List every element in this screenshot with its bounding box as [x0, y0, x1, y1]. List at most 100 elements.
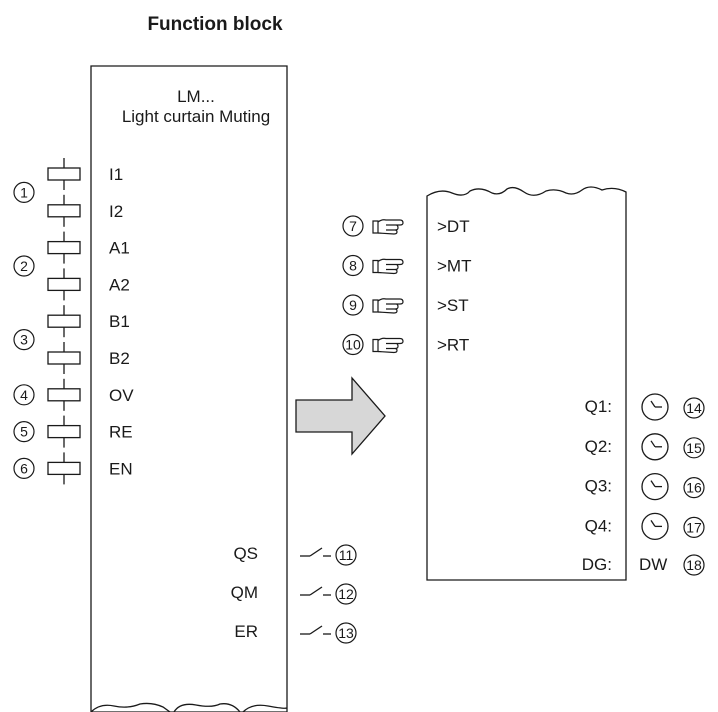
- parameter-label: >ST: [437, 296, 469, 315]
- output-row: QS 11: [233, 544, 357, 566]
- right-function-block: [426, 186, 627, 581]
- callout-marker: 6: [13, 457, 35, 479]
- callout-marker: 8: [342, 254, 364, 277]
- right-block-outline: [426, 186, 627, 581]
- timer-output-row: Q1:14: [585, 393, 705, 421]
- callout-marker: 7: [342, 215, 364, 237]
- callout-circle: [342, 294, 364, 316]
- callout-number: 9: [349, 297, 357, 313]
- callout-marker: 5: [13, 421, 35, 443]
- contact-coil-icon: [47, 305, 81, 338]
- parameter-label: >DT: [437, 217, 470, 236]
- timer-output-row: Q3: 16: [585, 472, 705, 501]
- left-block-outline: [90, 65, 288, 712]
- diagram-title: Function block: [147, 14, 283, 35]
- input-label: A2: [109, 275, 130, 294]
- contact-coil-icon: [47, 158, 81, 190]
- callout-number: 6: [20, 460, 28, 476]
- timer-output-row: Q2:15: [585, 433, 705, 461]
- contact-coil-icon: [47, 415, 81, 448]
- callout-marker: 11: [335, 544, 357, 566]
- hand-pointer-icon: [372, 337, 404, 354]
- callout-number: 17: [686, 519, 702, 535]
- input-label: I2: [109, 202, 123, 221]
- callout-circle: [683, 477, 705, 499]
- callout-circle: [342, 333, 364, 356]
- output-label: QS: [233, 544, 258, 563]
- output-label: ER: [234, 622, 258, 641]
- input-row: EN: [47, 452, 133, 485]
- callout-marker: 12: [335, 583, 357, 605]
- parameter-label: >MT: [437, 257, 471, 276]
- callout-marker: 4: [13, 384, 35, 406]
- input-row: B1: [47, 305, 130, 338]
- callout-number: 13: [338, 625, 354, 641]
- callout-marker: 13: [335, 622, 357, 644]
- callout-circle: [342, 215, 364, 237]
- callout-number: 4: [20, 387, 28, 403]
- output-row: ER 13: [234, 622, 357, 644]
- input-label: A1: [109, 239, 130, 258]
- clock-icon: [641, 472, 669, 501]
- input-label: B1: [109, 312, 130, 331]
- callout-circle: [13, 384, 35, 406]
- callout-marker: 2: [13, 255, 35, 277]
- diagnostic-row: DG: DW 18: [582, 554, 705, 576]
- callout-number: 11: [339, 547, 354, 563]
- contact-coil-icon: [47, 231, 81, 264]
- input-label: OV: [109, 386, 134, 405]
- clock-icon: [641, 433, 669, 461]
- callout-circle: [335, 583, 357, 605]
- callout-marker: 17: [683, 516, 705, 539]
- callout-circle: [13, 181, 35, 203]
- input-row: A2: [47, 268, 130, 301]
- callout-circle: [13, 329, 35, 351]
- callout-circle: [13, 457, 35, 479]
- input-row: RE: [47, 415, 133, 448]
- callout-marker: 1: [13, 181, 35, 203]
- callout-number: 3: [20, 332, 28, 348]
- callout-marker: 9: [342, 294, 364, 316]
- timer-output-label: Q1:: [585, 397, 612, 416]
- callout-marker: 15: [683, 437, 705, 459]
- callout-circle: [335, 544, 357, 566]
- input-label: I1: [109, 165, 123, 184]
- parameter-row: 7 >DT: [342, 215, 470, 237]
- callout-number: 18: [686, 557, 702, 573]
- output-label: QM: [231, 583, 258, 602]
- left-block-torn-edge: [90, 702, 288, 712]
- callout-number: 15: [686, 440, 702, 456]
- timer-output-label: Q3:: [585, 477, 612, 496]
- input-row: I2: [47, 194, 123, 227]
- callout-circle: [683, 397, 705, 419]
- callout-marker: 16: [683, 477, 705, 499]
- callout-circle: [13, 421, 35, 443]
- callout-marker: 10: [342, 333, 364, 356]
- parameter-row: 9 >ST: [342, 294, 469, 316]
- block-name-line2: Light curtain Muting: [122, 107, 270, 126]
- parameter-row: 10>RT: [342, 333, 469, 356]
- callout-number: 8: [349, 258, 357, 274]
- callout-circle: [683, 554, 705, 576]
- callout-number: 16: [686, 480, 702, 496]
- parameter-row: 8 >MT: [342, 254, 471, 277]
- callout-circle: [335, 622, 357, 644]
- clock-icon: [641, 393, 669, 421]
- input-row: I1: [47, 158, 123, 190]
- input-row: B2: [47, 342, 130, 374]
- diagnostic-value: DW: [639, 555, 667, 574]
- nc-contact-icon: [300, 586, 331, 596]
- timer-output-label: Q4:: [585, 516, 612, 535]
- contact-coil-icon: [47, 378, 81, 411]
- left-function-block: LM... Light curtain Muting: [90, 65, 288, 712]
- hand-pointer-icon: [372, 298, 404, 314]
- hand-pointer-icon: [372, 219, 404, 235]
- input-label: RE: [109, 423, 133, 442]
- output-row: QM 12: [231, 583, 357, 605]
- callout-circle: [683, 516, 705, 539]
- nc-contact-icon: [300, 547, 331, 557]
